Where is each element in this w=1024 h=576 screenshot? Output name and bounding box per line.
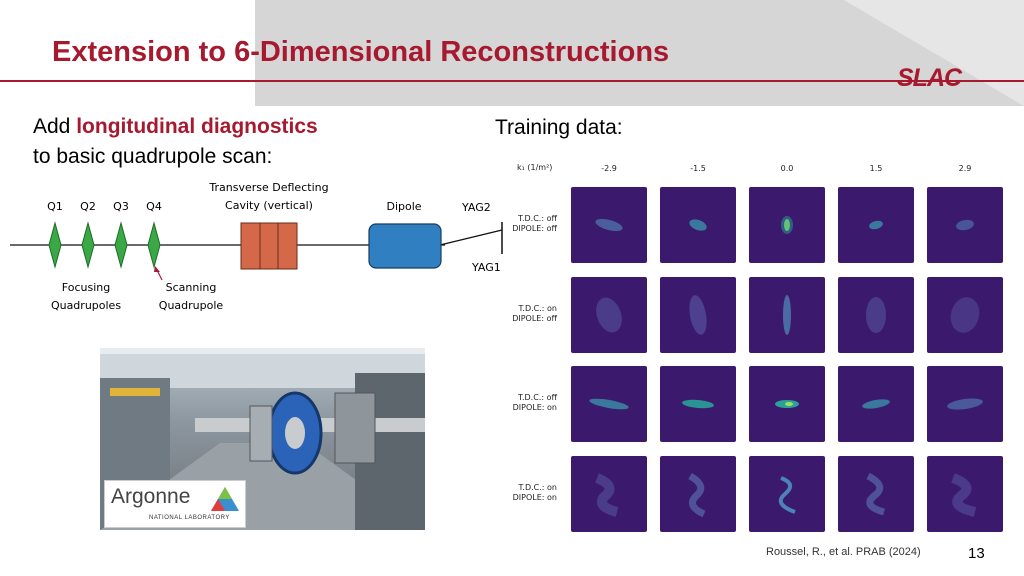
beam-image [571,456,647,532]
argonne-logo-sub: NATIONAL LABORATORY [149,515,230,521]
scanning-label-1: Scanning [166,281,217,294]
beam-image [749,187,825,263]
quad-q1-icon [48,221,62,269]
row-label: T.D.C.: off DIPOLE: off [509,214,557,234]
beam-image [749,366,825,442]
bullet-text: Add longitudinal diagnostics to basic qu… [33,112,318,172]
quad-q3-icon [114,221,128,269]
slac-logo: SLAC [897,64,962,92]
argonne-logo-name: Argonne [111,485,191,508]
beam-image [838,456,914,532]
beam-image [571,187,647,263]
tdc-cavity-icon [240,222,298,270]
quad-label-q4: Q4 [146,200,162,213]
slide-title: Extension to 6-Dimensional Reconstructio… [52,36,670,68]
row-label-line2: DIPOLE: off [512,314,557,323]
photo-chamber [334,392,376,464]
photo-light [100,348,425,354]
argonne-triangle-top-icon [218,487,232,499]
row-label-line2: DIPOLE: off [512,224,557,233]
beam-image [749,277,825,353]
row-label-line1: T.D.C.: on [518,483,557,492]
column-header: -2.9 [601,164,617,173]
beam-image [927,456,1003,532]
row-label-line1: T.D.C.: on [518,304,557,313]
photo-magnet-bore [285,417,305,449]
beam-image [927,366,1003,442]
argonne-triangle-left-icon [211,499,225,511]
quad-q2-icon [81,221,95,269]
row-label-line1: T.D.C.: off [518,214,557,223]
beam-image [838,277,914,353]
row-label-line1: T.D.C.: off [518,393,557,402]
yag2-label: YAG2 [461,201,491,214]
focusing-label-2: Quadrupoles [51,299,121,312]
quad-q4-icon [147,221,161,269]
yag1-label: YAG1 [471,261,501,274]
quad-label-q2: Q2 [80,200,96,213]
title-rule [0,80,1024,82]
column-header: 2.9 [958,164,972,173]
row-label: T.D.C.: on DIPOLE: off [509,304,557,324]
k-axis-label: k₁ (1/m²) [517,163,553,172]
beam-image [927,277,1003,353]
bullet-prefix: Add [33,115,77,138]
column-header: -1.5 [690,164,706,173]
beam-image [660,456,736,532]
beam-deflected [439,229,503,246]
header-white-panel [0,0,255,106]
training-grid: k₁ (1/m²) -2.9 -1.5 0.0 1.5 2.9 T.D.C.: … [495,155,1020,535]
beam-image [838,366,914,442]
scanning-label-2: Quadrupole [159,299,224,312]
header-background [255,0,1024,106]
row-label-line2: DIPOLE: on [512,403,557,412]
tdc-label-2: Cavity (vertical) [225,199,313,212]
beam-image [571,366,647,442]
row-label: T.D.C.: off DIPOLE: on [509,393,557,413]
beam-image [660,187,736,263]
beam-image [571,277,647,353]
bullet-line2: to basic quadrupole scan: [33,145,273,168]
training-data-label: Training data: [495,116,623,139]
photo-flange [249,405,273,462]
beamline-diagram: Q1 Q2 Q3 Q4 Transverse Deflecting Cavity… [10,180,510,320]
row-label-line2: DIPOLE: on [512,493,557,502]
tdc-label-1: Transverse Deflecting [208,181,328,194]
beam-image [660,366,736,442]
beam-image [749,456,825,532]
beam-image [660,277,736,353]
column-header: 1.5 [869,164,883,173]
column-header: 0.0 [780,164,794,173]
argonne-logo: Argonne NATIONAL LABORATORY [104,480,246,528]
quad-label-q1: Q1 [47,200,63,213]
scanning-arrow-head [154,266,160,272]
quad-label-q3: Q3 [113,200,129,213]
photo-rack-detail [110,388,160,396]
beam-image [838,187,914,263]
dipole-icon [368,223,442,269]
citation: Roussel, R., et al. PRAB (2024) [766,546,921,558]
bullet-highlight: longitudinal diagnostics [76,115,318,138]
row-label: T.D.C.: on DIPOLE: on [509,483,557,503]
dipole-label: Dipole [386,200,421,213]
beam-image [927,187,1003,263]
page-number: 13 [968,545,985,562]
focusing-label-1: Focusing [62,281,110,294]
